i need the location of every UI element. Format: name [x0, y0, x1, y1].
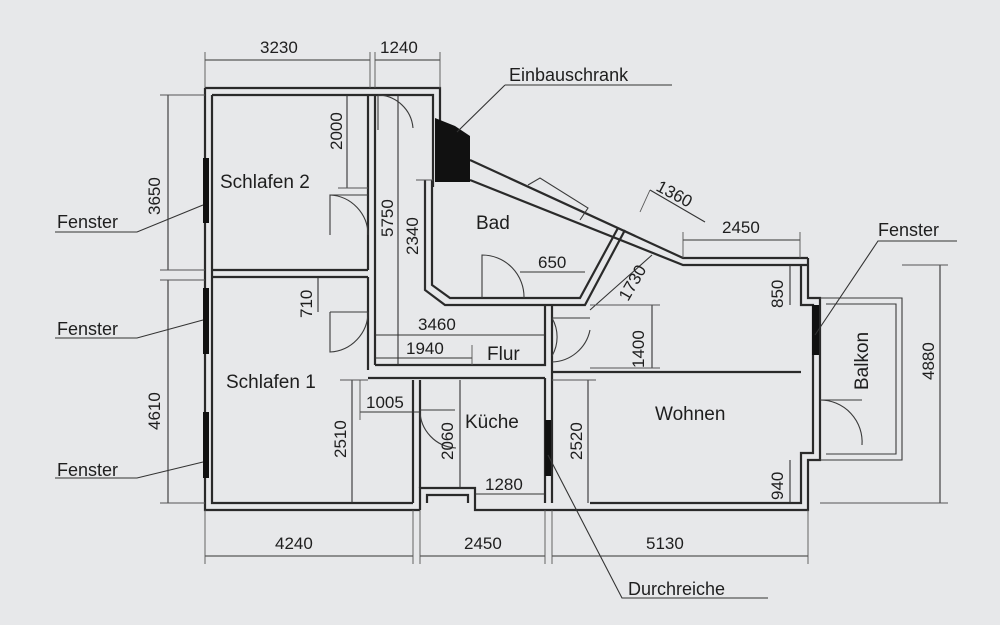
dim-3650: 3650 [145, 177, 164, 215]
dim-940: 940 [768, 472, 787, 500]
window-schlafen1-lower [203, 412, 209, 478]
room-label-flur: Flur [487, 344, 520, 365]
window-schlafen1-upper [203, 288, 209, 354]
room-label-wohnen: Wohnen [655, 404, 725, 425]
callout-fenster-bottom-left: Fenster [57, 460, 118, 480]
dim-2340: 2340 [403, 217, 422, 255]
dim-4610: 4610 [145, 392, 164, 430]
dim-4880: 4880 [919, 342, 938, 380]
callout-labels: Fenster Fenster Fenster Fenster Einbausc… [57, 65, 939, 599]
windows [203, 118, 819, 478]
dim-5750: 5750 [378, 199, 397, 237]
room-labels: Schlafen 2 Schlafen 1 Bad Flur Küche Woh… [220, 172, 873, 433]
dim-1280: 1280 [485, 475, 523, 494]
callout-leaders [55, 84, 957, 599]
dim-2000: 2000 [327, 112, 346, 150]
callout-fenster-right: Fenster [878, 220, 939, 240]
window-wohnen [812, 305, 819, 355]
dim-710: 710 [297, 290, 316, 318]
dimension-labels: 3230 1240 3650 4610 2000 5750 2340 1360 … [145, 38, 938, 553]
room-label-schlafen1: Schlafen 1 [226, 372, 316, 393]
dim-2510: 2510 [331, 420, 350, 458]
walls [203, 86, 903, 512]
dim-1940: 1940 [406, 339, 444, 358]
dim-5130: 5130 [646, 534, 684, 553]
dim-1400: 1400 [629, 330, 648, 368]
room-label-kueche: Küche [465, 412, 519, 433]
room-label-schlafen2: Schlafen 2 [220, 172, 310, 193]
dimension-lines [160, 52, 948, 564]
room-label-balkon: Balkon [852, 332, 873, 390]
callout-fenster-mid-left: Fenster [57, 319, 118, 339]
dim-2450-top: 2450 [722, 218, 760, 237]
dim-2060: 2060 [438, 422, 457, 460]
doors [329, 94, 863, 449]
durchreiche-opening [545, 420, 551, 476]
dim-650: 650 [538, 253, 566, 272]
einbauschrank-block [435, 118, 470, 182]
dim-4240: 4240 [275, 534, 313, 553]
dim-3460: 3460 [418, 315, 456, 334]
dim-2450-bottom: 2450 [464, 534, 502, 553]
dim-1005: 1005 [366, 393, 404, 412]
callout-einbauschrank: Einbauschrank [509, 65, 629, 85]
dim-1360: 1360 [653, 177, 695, 212]
dim-2520: 2520 [567, 422, 586, 460]
dim-850: 850 [768, 280, 787, 308]
dim-3230: 3230 [260, 38, 298, 57]
window-schlafen2 [203, 158, 209, 223]
callout-fenster-top-left: Fenster [57, 212, 118, 232]
dim-1240: 1240 [380, 38, 418, 57]
room-label-bad: Bad [476, 213, 510, 234]
callout-durchreiche: Durchreiche [628, 579, 725, 599]
